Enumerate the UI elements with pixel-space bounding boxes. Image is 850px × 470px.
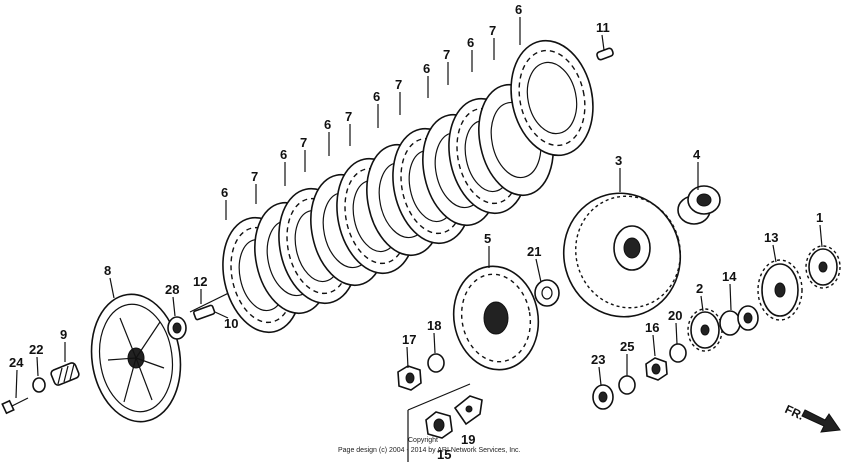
callout-7: 7 — [489, 23, 496, 38]
clutch-outer-part — [562, 192, 682, 318]
leader-bracket — [407, 383, 471, 462]
copyright-line-2: Page design (c) 2004 - 2014 by ARI Netwo… — [338, 447, 521, 454]
callout-11: 11 — [596, 20, 610, 35]
collar-part — [677, 185, 721, 225]
callout-6: 6 — [280, 147, 287, 162]
bolt-part — [1, 397, 29, 415]
callout-7: 7 — [395, 77, 402, 92]
callout-6: 6 — [423, 61, 430, 76]
callout-21: 21 — [527, 244, 541, 259]
callout-3: 3 — [615, 153, 622, 168]
callout-7: 7 — [345, 109, 352, 124]
callout-19: 19 — [461, 432, 475, 447]
clutch-center-part — [452, 265, 540, 371]
drive-gear-part — [805, 245, 841, 289]
callout-2: 2 — [696, 281, 703, 296]
callout-5: 5 — [484, 231, 491, 246]
leader-lines — [15, 17, 823, 399]
callout-22: 22 — [29, 342, 43, 357]
nut-part — [425, 411, 453, 439]
front-direction-arrow-icon — [801, 409, 841, 433]
callout-14: 14 — [722, 269, 737, 284]
callout-20: 20 — [668, 308, 682, 323]
gear-part — [757, 259, 803, 321]
callout-25: 25 — [620, 339, 634, 354]
callout-13: 13 — [764, 230, 778, 245]
spacer-part — [719, 305, 759, 336]
clutch-spring-part — [50, 362, 80, 386]
callout-16: 16 — [645, 320, 659, 335]
callout-15: 15 — [437, 447, 451, 462]
washer-part — [32, 377, 46, 393]
thrust-washer-part — [534, 279, 560, 307]
copyright-line-1: Copyright — [408, 437, 438, 444]
lock-washer-part — [427, 353, 445, 373]
callout-12: 12 — [193, 274, 207, 289]
callout-18: 18 — [427, 318, 441, 333]
callout-6: 6 — [221, 185, 228, 200]
lifter-piece-part — [192, 304, 216, 321]
washer-part — [618, 375, 636, 395]
nut-part — [645, 357, 668, 381]
clutch-plate-stack — [222, 39, 594, 334]
callout-6: 6 — [515, 2, 522, 17]
callout-9: 9 — [60, 327, 67, 342]
friction-disc — [510, 39, 594, 157]
callout-7: 7 — [251, 169, 258, 184]
callout-8: 8 — [104, 263, 111, 278]
callout-28: 28 — [165, 282, 179, 297]
callout-23: 23 — [591, 352, 605, 367]
callout-10: 10 — [224, 316, 238, 331]
callout-7: 7 — [300, 135, 307, 150]
front-direction-label: FR. — [783, 402, 806, 423]
callout-4: 4 — [693, 147, 701, 162]
callout-1: 1 — [816, 210, 823, 225]
lock-plate-part — [453, 395, 483, 426]
callout-24: 24 — [9, 355, 24, 370]
pin-part — [596, 47, 614, 61]
primary-drive-gear-part — [687, 308, 723, 352]
washer-part — [669, 343, 687, 363]
callout-7: 7 — [443, 47, 450, 62]
lock-nut-part — [397, 365, 422, 391]
pressure-plate-part — [90, 293, 182, 423]
callout-6: 6 — [467, 35, 474, 50]
callout-6: 6 — [324, 117, 331, 132]
callout-17: 17 — [402, 332, 416, 347]
callout-6: 6 — [373, 89, 380, 104]
